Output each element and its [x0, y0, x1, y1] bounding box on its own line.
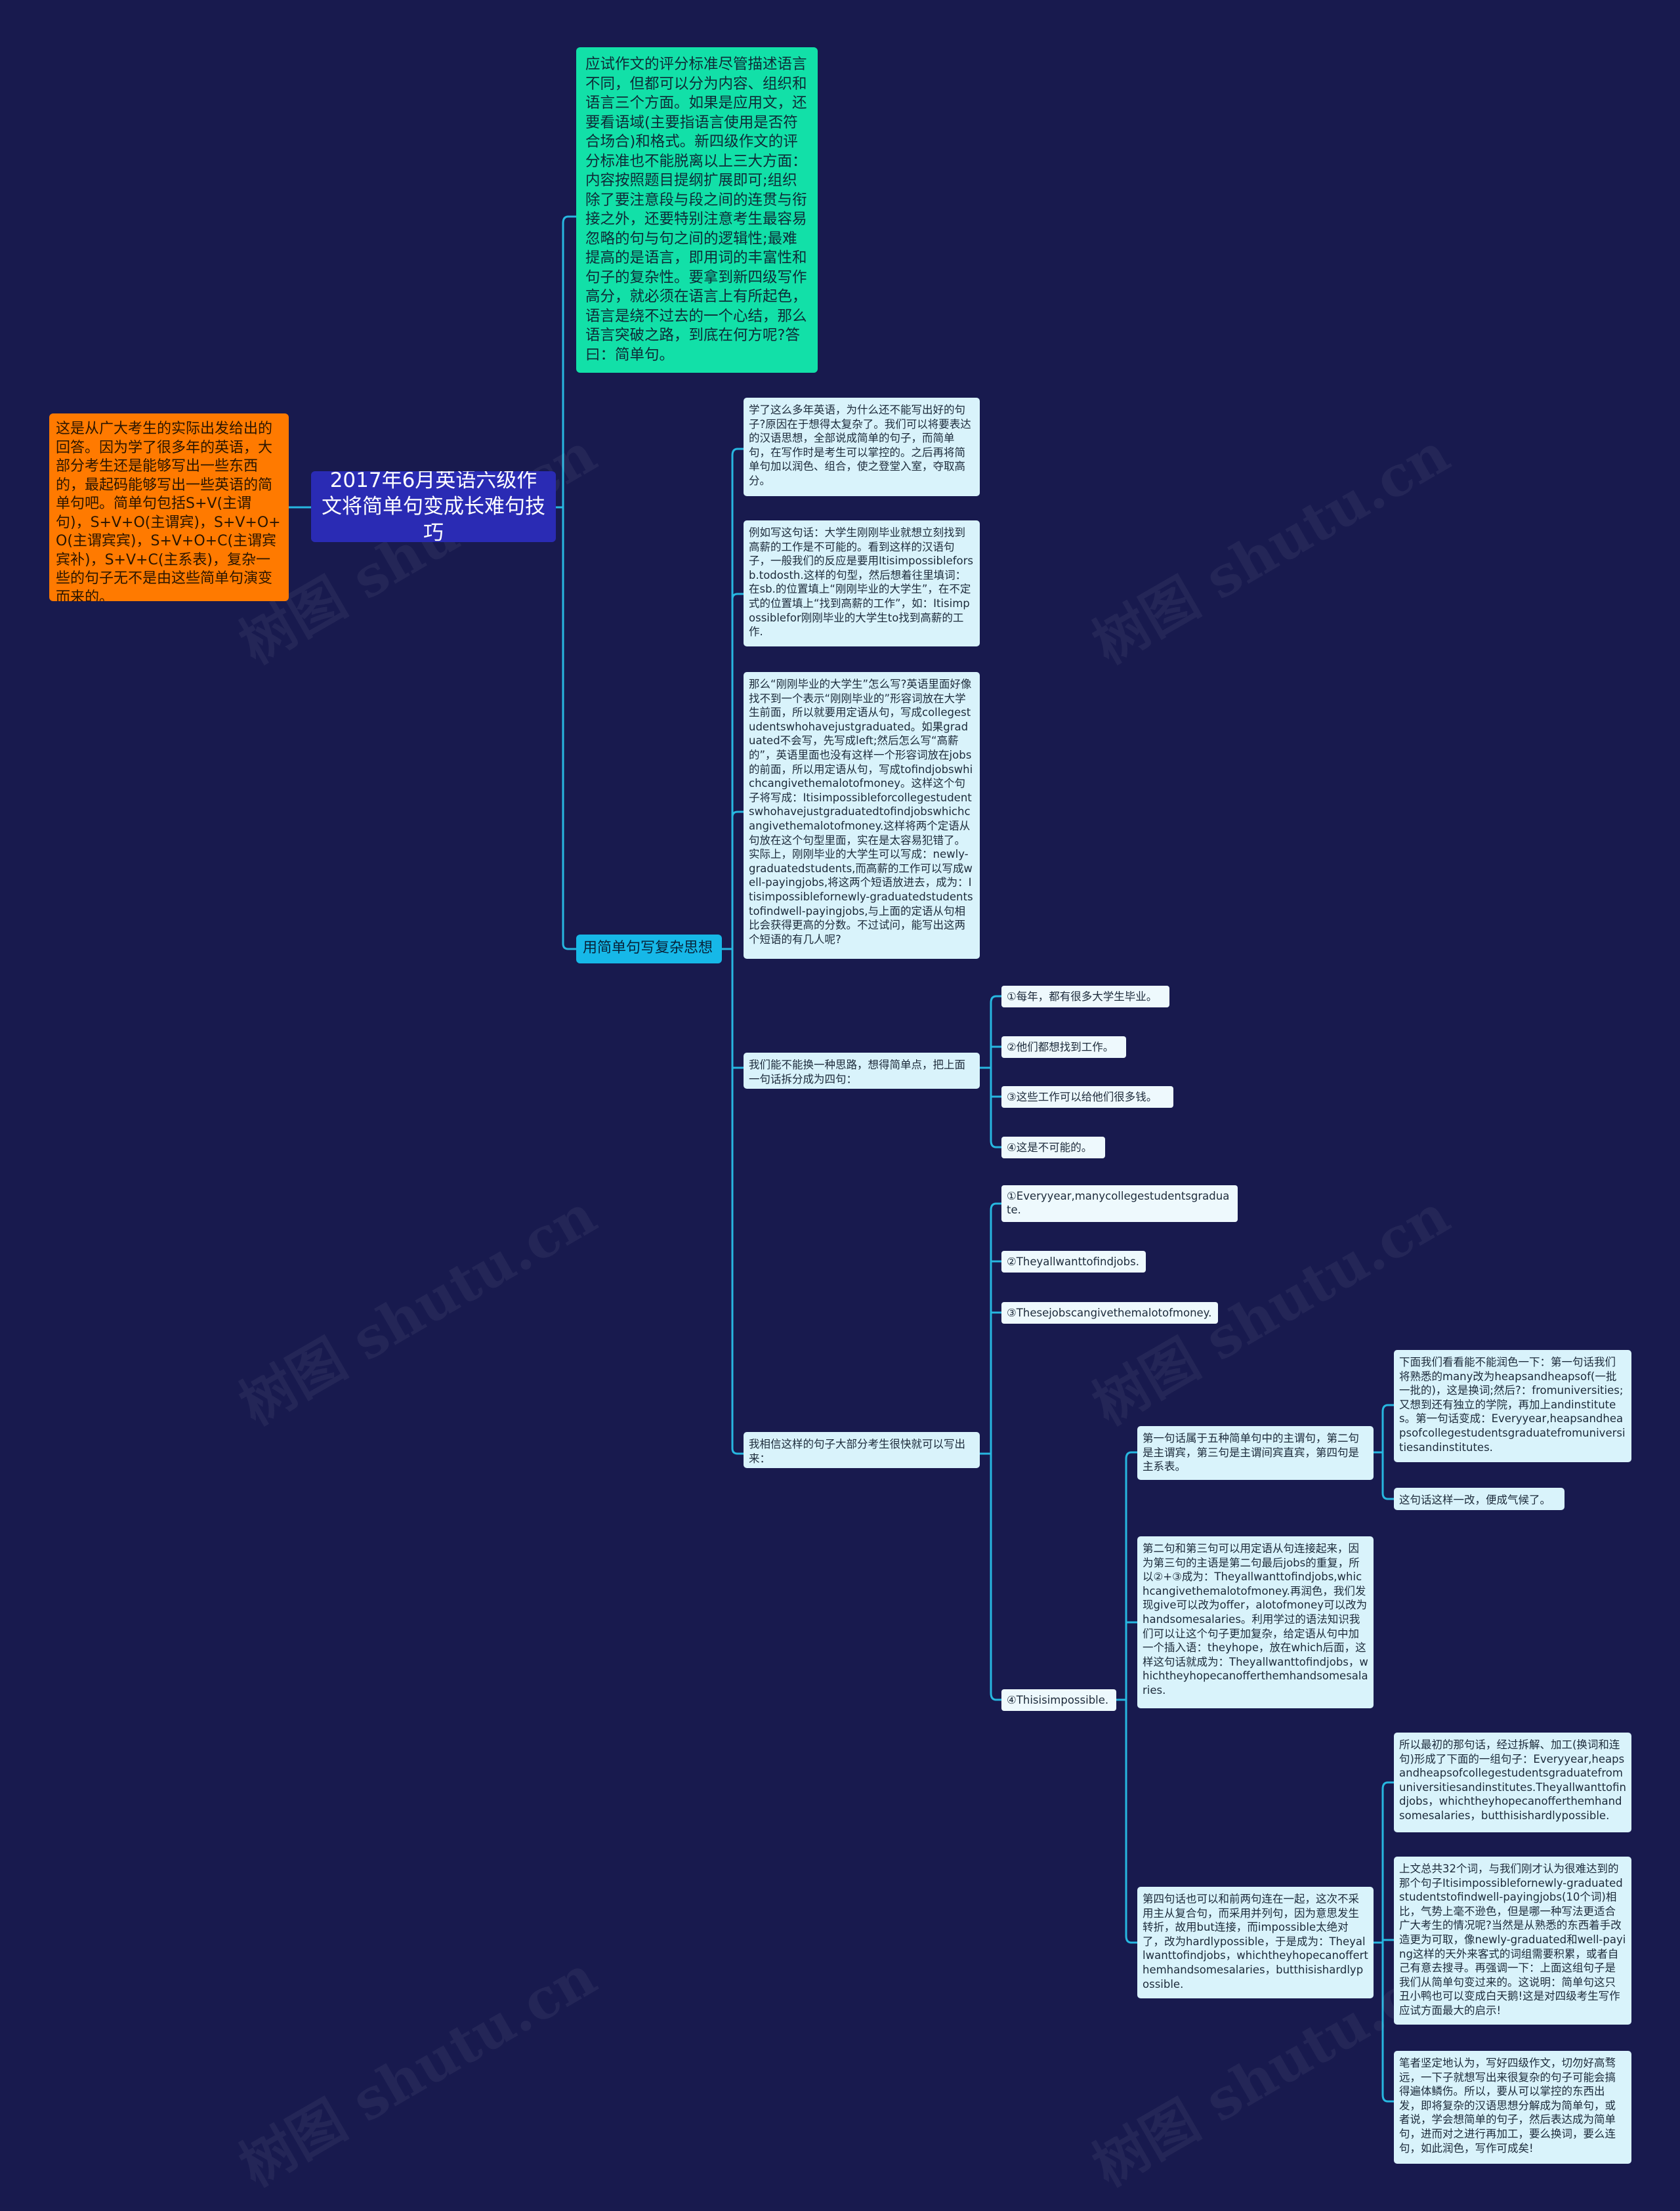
right-note-2[interactable]: 这句话这样一改，便成气候了。	[1394, 1488, 1564, 1510]
sub-note-1[interactable]: 学了这么多年英语，为什么还不能写出好的句子?原因在于想得太复杂了。我们可以将要表…	[744, 398, 980, 496]
root-title: 2017年6月英语六级作文将简单句变成长难句技巧	[322, 471, 545, 542]
english-sentence-2[interactable]: ②Theyallwanttofindjobs.	[1001, 1251, 1146, 1273]
root-topic[interactable]: 2017年6月英语六级作文将简单句变成长难句技巧	[311, 471, 556, 542]
chinese-sentence-1[interactable]: ①每年，都有很多大学生毕业。	[1001, 986, 1169, 1007]
link-branch-spine	[721, 448, 739, 1455]
right-note-3[interactable]: 所以最初的那句话，经过拆解、加工(换词和连句)形成了下面的一组句子：Everyy…	[1394, 1733, 1631, 1832]
chinese-sentence-4[interactable]: ④这是不可能的。	[1001, 1137, 1105, 1158]
sub-note-2[interactable]: 例如写这句话：大学生刚刚毕业就想立刻找到高薪的工作是不可能的。看到这样的汉语句子…	[744, 520, 980, 646]
english-sentence-4[interactable]: ④Thisisimpossible.	[1001, 1689, 1116, 1711]
intro-note[interactable]: 应试作文的评分标准尽管描述语言不同，但都可以分为内容、组织和语言三个方面。如果是…	[576, 47, 818, 373]
branch-simple-sentence[interactable]: 用简单句写复杂思想	[576, 935, 722, 963]
sub-note-5[interactable]: 我相信这样的句子大部分考生很快就可以写出来：	[744, 1432, 980, 1468]
right-note-1[interactable]: 下面我们看看能不能润色一下：第一句话我们将熟悉的many改为heapsandhe…	[1394, 1350, 1631, 1462]
sub-note-3[interactable]: 那么“刚刚毕业的大学生”怎么写?英语里面好像找不到一个表示“刚刚毕业的”形容词放…	[744, 672, 980, 959]
analysis-2[interactable]: 第二句和第三句可以用定语从句连接起来，因为第三句的主语是第二句最后jobs的重复…	[1137, 1536, 1374, 1708]
link-analysis-3	[1372, 1781, 1389, 2103]
right-note-4[interactable]: 上文总共32个词，与我们刚才认为很难达到的那个句子Itisimpossiblef…	[1394, 1857, 1631, 2025]
chinese-sentence-3[interactable]: ③这些工作可以给他们很多钱。	[1001, 1086, 1173, 1108]
english-sentence-3[interactable]: ③Thesejobscangivethemalotofmoney.	[1001, 1302, 1218, 1324]
analysis-3[interactable]: 第四句话也可以和前两句连在一起，这次不采用主从复合句，而采用并列句，因为意思发生…	[1137, 1887, 1374, 1998]
analysis-1[interactable]: 第一句话属于五种简单句中的主谓句，第二句是主谓宾，第三句是主谓间宾直宾，第四句是…	[1137, 1426, 1374, 1480]
left-note[interactable]: 这是从广大考生的实际出发给出的回答。因为学了很多年的英语，大部分考生还是能够写出…	[49, 413, 289, 601]
link-english-split	[978, 1202, 998, 1701]
sub-note-4[interactable]: 我们能不能换一种思路，想得简单点，把上面一句话拆分成为四句：	[744, 1053, 980, 1089]
link-chinese-split	[978, 995, 998, 1148]
right-note-5[interactable]: 笔者坚定地认为，写好四级作文，切勿好高骛远，一下子就想写出来很复杂的句子可能会搞…	[1394, 2051, 1631, 2164]
english-sentence-1[interactable]: ①Everyyear,manycollegestudentsgraduate.	[1001, 1185, 1238, 1222]
chinese-sentence-2[interactable]: ②他们都想找到工作。	[1001, 1036, 1126, 1058]
link-root-spine	[555, 215, 570, 950]
link-analysis	[1115, 1451, 1133, 1944]
link-analysis-1	[1372, 1404, 1389, 1500]
